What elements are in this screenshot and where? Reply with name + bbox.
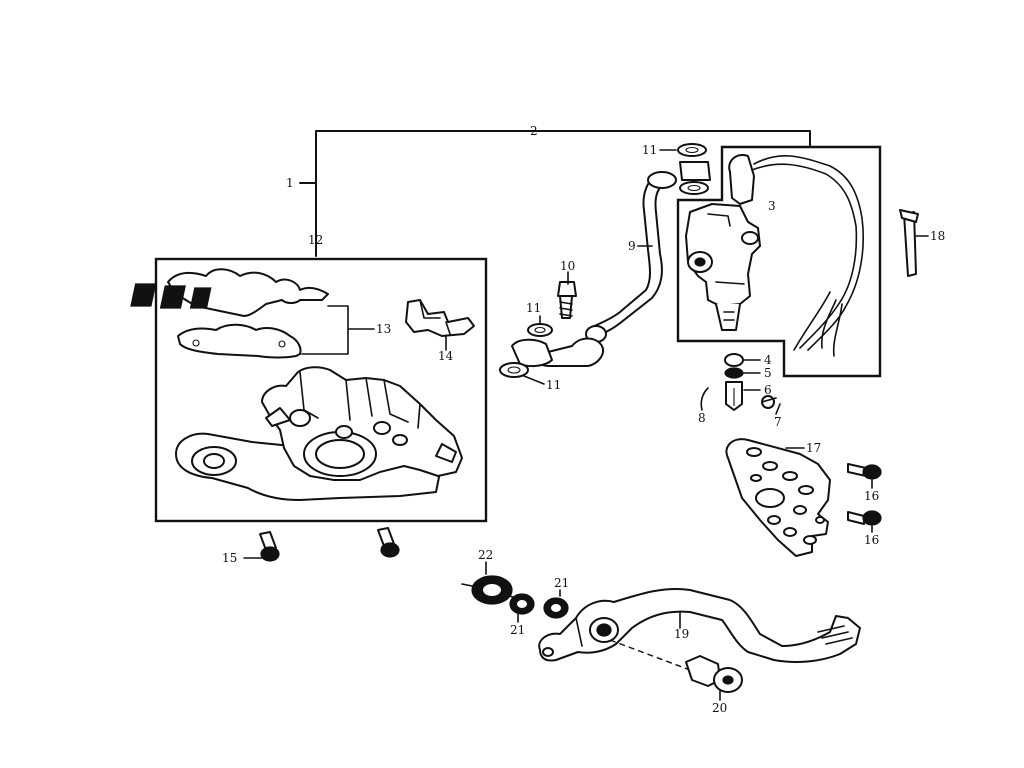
label-part-1: 1 — [286, 176, 294, 190]
caliper-bolt-right — [377, 527, 400, 558]
master-cylinder-box — [676, 145, 882, 378]
pivot-pin — [899, 209, 919, 277]
pivot-spring — [461, 575, 521, 605]
brake-pad-upper — [130, 268, 329, 317]
label-part-4: 4 — [764, 353, 772, 367]
label-part-9: 9 — [628, 239, 636, 253]
part-labels: 1 2 3 4 5 6 7 8 9 10 11 11 11 12 13 14 1… — [222, 124, 945, 715]
label-part-7: 7 — [774, 415, 782, 429]
washer-top-lower — [679, 181, 709, 195]
banjo-bolt — [557, 281, 577, 319]
plate-bolt-upper — [847, 463, 882, 480]
banjo-fitting-top — [679, 161, 711, 181]
plate-bolt-lower — [847, 510, 882, 526]
washer-mid — [527, 323, 553, 337]
cotter-pin — [700, 387, 709, 411]
label-part-15: 15 — [222, 551, 237, 565]
master-cylinder — [685, 154, 761, 331]
label-part-11-mid: 11 — [526, 301, 541, 315]
brake-pedal — [538, 587, 861, 663]
label-part-8: 8 — [698, 411, 706, 425]
clevis-pin — [761, 395, 777, 409]
label-part-14: 14 — [438, 349, 454, 363]
washer-top — [677, 143, 707, 157]
label-part-11-top: 11 — [642, 143, 657, 157]
label-part-13: 13 — [376, 322, 391, 336]
pushrod-leader-lines — [743, 359, 781, 415]
label-part-17: 17 — [806, 441, 821, 455]
label-part-5: 5 — [764, 366, 772, 380]
label-part-21-upper: 21 — [554, 576, 569, 590]
washer-bottom — [499, 362, 529, 378]
pushrod-clevis — [725, 381, 743, 411]
mounting-plate — [725, 438, 831, 557]
label-part-11-bottom: 11 — [546, 378, 561, 392]
caliper-bolt-left — [259, 531, 280, 562]
pedal-pin — [609, 639, 743, 693]
pivot-bushing-right — [543, 597, 569, 619]
label-part-16-upper: 16 — [864, 489, 879, 503]
label-part-10: 10 — [560, 259, 575, 273]
brake-switch-wiring — [751, 154, 865, 357]
label-part-12: 12 — [308, 233, 323, 247]
caliper-body — [175, 366, 463, 501]
label-part-6: 6 — [764, 383, 772, 397]
pad-bracket-lines — [301, 305, 375, 355]
label-part-19: 19 — [674, 627, 689, 641]
pivot-bushing-left — [509, 593, 535, 615]
label-part-2: 2 — [530, 124, 538, 138]
label-part-20: 20 — [712, 701, 727, 715]
label-part-18: 18 — [930, 229, 945, 243]
banjo-fitting-left — [511, 338, 553, 368]
label-part-22: 22 — [478, 548, 493, 562]
label-part-21-lower: 21 — [510, 623, 525, 637]
label-part-3: 3 — [768, 199, 776, 213]
assembly-bracket-lines — [299, 130, 811, 257]
pad-spring-clip — [405, 299, 475, 337]
brake-pad-lower — [177, 323, 302, 359]
pushrod-locknut — [724, 367, 744, 379]
caliper-assembly-box — [154, 257, 488, 523]
pushrod-nut — [724, 353, 744, 367]
label-part-16-lower: 16 — [864, 533, 879, 547]
